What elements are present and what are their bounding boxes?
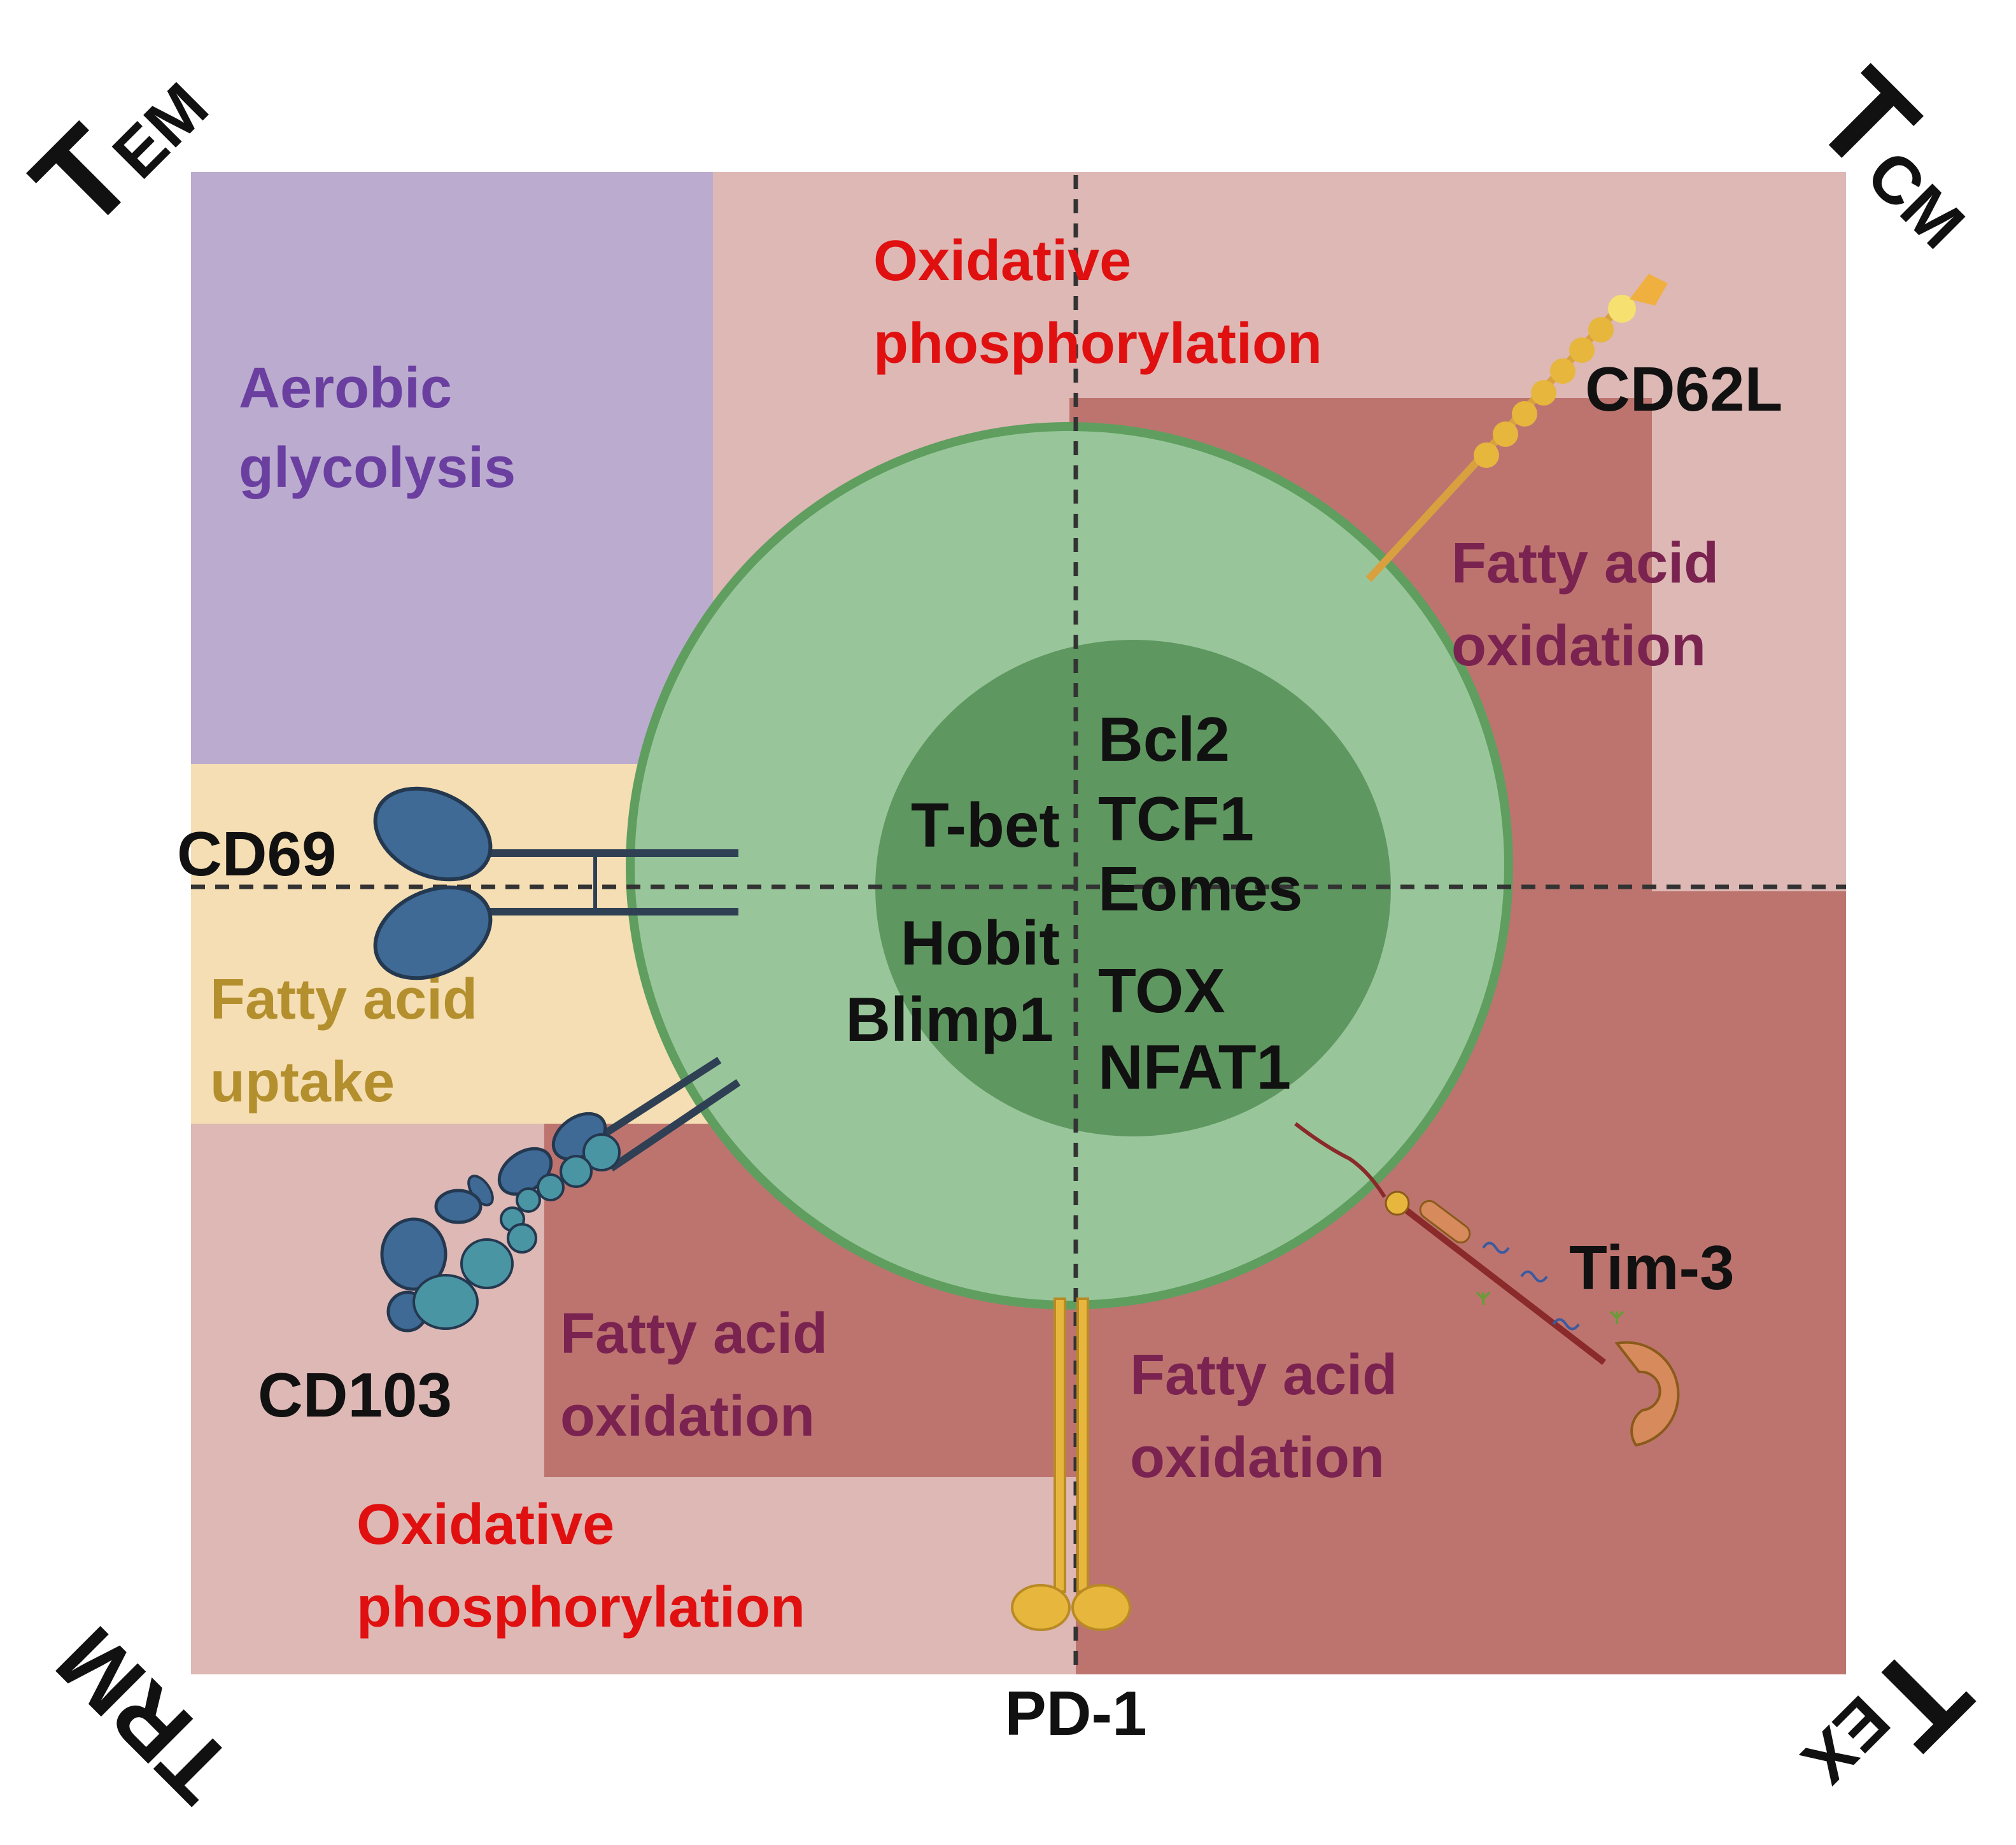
cd69-label: CD69 xyxy=(177,819,337,889)
tf-tbet: T-bet xyxy=(911,790,1060,860)
cd62l-label: CD62L xyxy=(1585,354,1782,424)
region-aerobic-glycolysis xyxy=(191,172,713,764)
tim3-label: Tim-3 xyxy=(1569,1233,1735,1303)
cd62l-receptor xyxy=(1365,274,1668,583)
fao-top-right-line2: oxidation xyxy=(1451,614,1706,678)
quadrant-axes xyxy=(191,175,1846,1671)
tf-tox: TOX xyxy=(1098,956,1225,1026)
fao-bottom-left-line1: Fatty acid xyxy=(560,1302,828,1366)
pd1-label: PD-1 xyxy=(1004,1678,1146,1748)
tf-nfat1: NFAT1 xyxy=(1098,1032,1291,1102)
tf-hobit: Hobit xyxy=(901,908,1060,978)
tf-eomes: Eomes xyxy=(1098,854,1302,924)
fao-bottom-left-line2: oxidation xyxy=(560,1385,815,1448)
fao-top-right-line1: Fatty acid xyxy=(1451,532,1719,595)
fa-uptake-line1: Fatty acid xyxy=(210,968,477,1031)
oxphos-bottom-line1: Oxidative xyxy=(356,1493,614,1557)
oxphos-top-line1: Oxidative xyxy=(873,229,1131,293)
fao-bottom-right-line2: oxidation xyxy=(1130,1426,1385,1490)
oxphos-top-line2: phosphorylation xyxy=(873,312,1322,376)
cd103-receptor xyxy=(380,1056,741,1332)
cd103-label: CD103 xyxy=(258,1360,452,1430)
tf-tcf1: TCF1 xyxy=(1098,784,1254,854)
oxphos-bottom-line2: phosphorylation xyxy=(356,1576,805,1639)
tf-bcl2: Bcl2 xyxy=(1098,704,1230,774)
fa-uptake-line2: uptake xyxy=(210,1050,395,1114)
tim3-receptor xyxy=(1294,1122,1680,1447)
t-cell xyxy=(626,422,1513,1310)
aerobic-glycolysis-line1: Aerobic xyxy=(239,357,452,420)
aerobic-glycolysis-line2: glycolysis xyxy=(239,436,516,500)
cd69-receptor xyxy=(373,786,738,980)
fao-bottom-right-line1: Fatty acid xyxy=(1130,1343,1397,1407)
tf-blimp1: Blimp1 xyxy=(845,984,1054,1054)
pd1-receptor xyxy=(1011,1297,1131,1631)
nucleus xyxy=(875,640,1391,1136)
